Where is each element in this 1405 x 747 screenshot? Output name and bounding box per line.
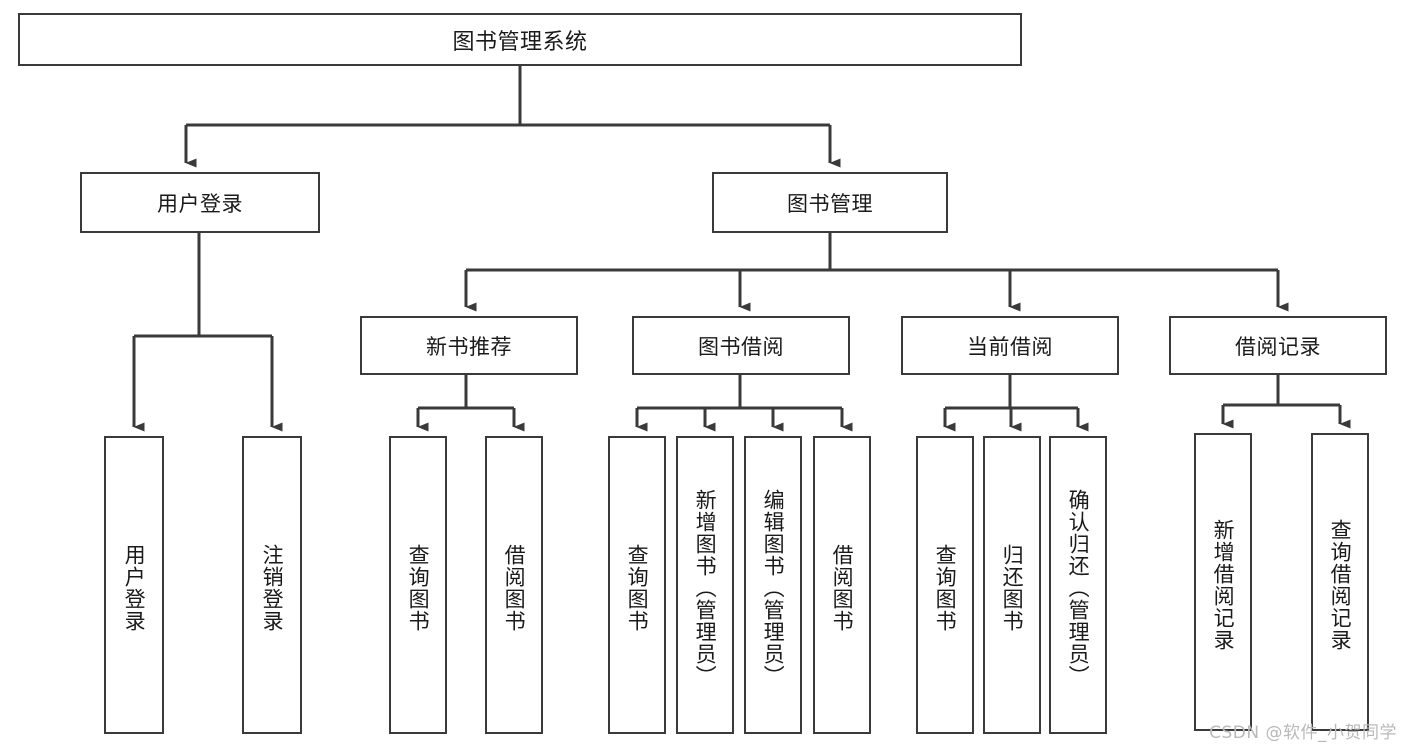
leaf-borrow-record-query[interactable]: 查询借阅记录	[1311, 433, 1369, 731]
leaf-current-borrow-return[interactable]: 归还图书	[983, 436, 1041, 734]
leaf-book-borrow-lend-label: 借阅图书	[830, 544, 855, 632]
leaf-book-borrow-edit-label: 编辑图书（管理员）	[761, 489, 786, 687]
leaf-new-book-borrow[interactable]: 借阅图书	[485, 436, 543, 734]
node-book-borrow[interactable]: 图书借阅	[632, 316, 850, 375]
node-current-borrow-label: 当前借阅	[967, 334, 1053, 359]
node-root-system-label: 图书管理系统	[452, 29, 588, 55]
leaf-user-login-login[interactable]: 用户登录	[104, 436, 164, 734]
leaf-user-login-logout[interactable]: 注销登录	[242, 436, 302, 734]
node-borrow-record[interactable]: 借阅记录	[1169, 316, 1387, 375]
leaf-book-borrow-query-label: 查询图书	[625, 544, 650, 632]
leaf-current-borrow-query[interactable]: 查询图书	[916, 436, 974, 734]
leaf-current-borrow-query-label: 查询图书	[933, 544, 958, 632]
leaf-book-borrow-add[interactable]: 新增图书（管理员）	[676, 436, 734, 734]
leaf-user-login-login-label: 用户登录	[122, 544, 147, 632]
node-book-management[interactable]: 图书管理	[712, 172, 948, 233]
node-user-login[interactable]: 用户登录	[80, 172, 320, 233]
node-new-book-recommend-label: 新书推荐	[426, 334, 512, 359]
leaf-current-borrow-confirm-label: 确认归还（管理员）	[1066, 489, 1091, 687]
leaf-book-borrow-edit[interactable]: 编辑图书（管理员）	[744, 436, 802, 734]
leaf-new-book-borrow-label: 借阅图书	[502, 544, 527, 632]
node-root-system[interactable]: 图书管理系统	[18, 13, 1022, 66]
leaf-borrow-record-add[interactable]: 新增借阅记录	[1194, 433, 1252, 731]
node-borrow-record-label: 借阅记录	[1235, 334, 1321, 359]
node-new-book-recommend[interactable]: 新书推荐	[360, 316, 578, 375]
leaf-current-borrow-return-label: 归还图书	[1000, 544, 1025, 632]
leaf-book-borrow-lend[interactable]: 借阅图书	[813, 436, 871, 734]
leaf-book-borrow-add-label: 新增图书（管理员）	[693, 489, 718, 687]
leaf-borrow-record-add-label: 新增借阅记录	[1211, 519, 1236, 651]
leaf-user-login-logout-label: 注销登录	[260, 544, 285, 632]
leaf-current-borrow-confirm[interactable]: 确认归还（管理员）	[1049, 436, 1107, 734]
node-book-borrow-label: 图书借阅	[698, 334, 784, 359]
leaf-new-book-query[interactable]: 查询图书	[389, 436, 447, 734]
node-current-borrow[interactable]: 当前借阅	[901, 316, 1119, 375]
node-book-management-label: 图书管理	[787, 191, 873, 216]
leaf-new-book-query-label: 查询图书	[406, 544, 431, 632]
node-user-login-label: 用户登录	[157, 191, 243, 216]
leaf-book-borrow-query[interactable]: 查询图书	[608, 436, 666, 734]
watermark-text: CSDN @软件_小贺同学	[1209, 723, 1397, 743]
leaf-borrow-record-query-label: 查询借阅记录	[1328, 519, 1353, 651]
